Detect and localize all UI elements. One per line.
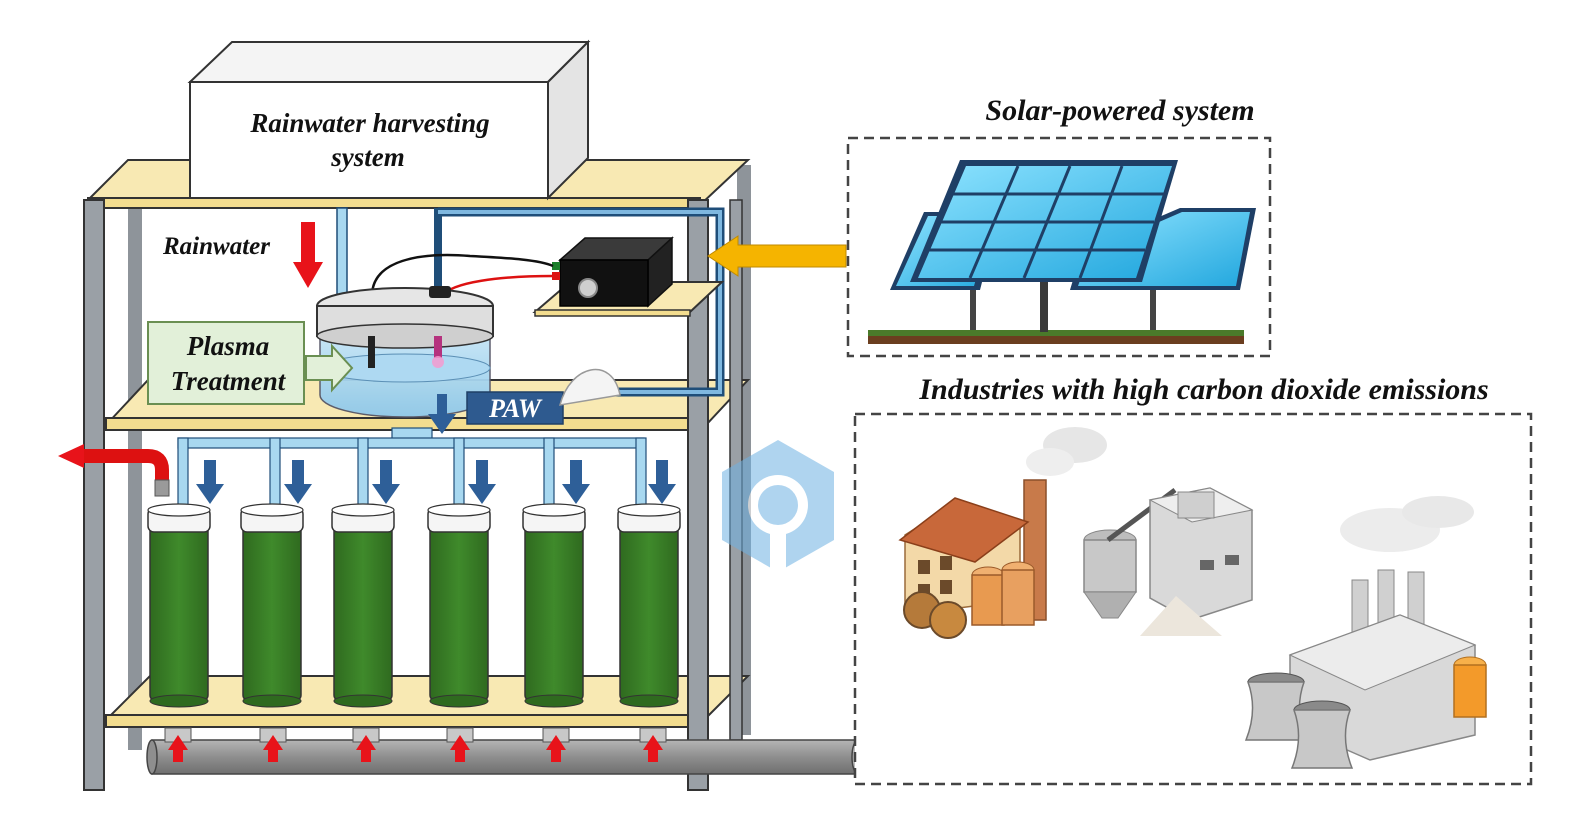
paw-box (466, 391, 564, 425)
black-wire (370, 253, 554, 297)
exhaust-pipe (58, 444, 170, 497)
feed-arrows (196, 460, 676, 504)
feed-arrow-5 (562, 460, 590, 504)
solar-panel-icon (868, 160, 1256, 344)
photobioreactor-1 (147, 503, 211, 708)
feed-arrow-3 (372, 460, 400, 504)
rainwater-down-arrow (293, 222, 323, 288)
feed-arrow-4 (468, 460, 496, 504)
nozzle-cap-icon (558, 368, 621, 406)
cement-plant-icon (1083, 487, 1254, 636)
feed-arrow-2 (284, 460, 312, 504)
power-plant-icon (1244, 496, 1487, 769)
brewery-factory-icon (898, 427, 1107, 639)
power-knob-icon (578, 278, 598, 298)
watermark-logo-icon (722, 440, 834, 580)
feed-arrow-1 (196, 460, 224, 504)
plasma-treatment-box: Plasma Treatment (147, 321, 305, 405)
plasma-label-line2: Treatment (171, 366, 287, 396)
photobioreactor-5 (522, 503, 586, 708)
rainwater-system-label-line2: system (330, 142, 405, 172)
photobioreactor-6 (617, 503, 681, 708)
plasma-arrow (305, 343, 354, 393)
solar-power-arrow (707, 235, 847, 277)
co2-supply-pipe (146, 727, 865, 775)
plasma-glow-icon (432, 356, 444, 368)
industries-title: Industries with high carbon dioxide emis… (918, 373, 1488, 406)
paw-label: PAW (488, 394, 543, 423)
paw-down-arrow (428, 394, 456, 434)
rainwater-system-label-line1: Rainwater harvesting (249, 108, 489, 138)
photobioreactor-3 (331, 503, 395, 708)
plasma-reactor (316, 286, 494, 418)
rainwater-label: Rainwater (162, 233, 270, 260)
rainwater-harvesting-box: Rainwater harvesting system (187, 39, 591, 201)
photobioreactor-2 (240, 503, 304, 708)
photobioreactor-4 (427, 503, 491, 708)
photobioreactors (147, 503, 681, 708)
power-supply (532, 236, 725, 317)
co2-up-arrows (168, 735, 663, 762)
solar-title: Solar-powered system (985, 94, 1254, 127)
feed-arrow-6 (648, 460, 676, 504)
paw-manifold (177, 427, 647, 511)
plasma-label-line1: Plasma (186, 331, 270, 361)
